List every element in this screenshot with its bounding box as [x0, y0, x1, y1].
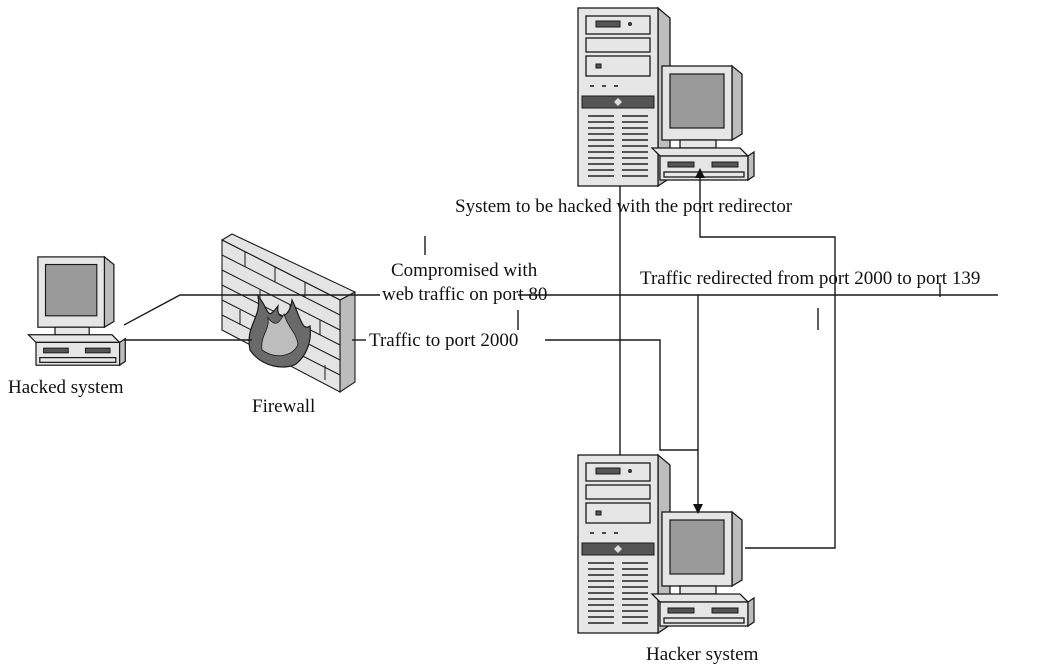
- firewall-icon: [220, 233, 357, 394]
- hacker-system-label: Hacker system: [646, 644, 759, 665]
- hacked-system-icon: [27, 256, 126, 366]
- compromised-label-line1: Compromised with: [391, 260, 538, 281]
- hacker-system-icon: [577, 454, 755, 634]
- target-system-label: System to be hacked with the port redire…: [455, 196, 793, 217]
- compromised-label-line2: web traffic on port 80: [382, 284, 547, 305]
- target-system-icon: [577, 7, 755, 187]
- firewall-label: Firewall: [252, 396, 315, 417]
- traffic-redirected-label: Traffic redirected from port 2000 to por…: [640, 268, 980, 289]
- traffic-port-2000-label: Traffic to port 2000: [369, 330, 518, 351]
- hacked-system-label: Hacked system: [8, 377, 124, 398]
- connector-lines: [123, 168, 998, 549]
